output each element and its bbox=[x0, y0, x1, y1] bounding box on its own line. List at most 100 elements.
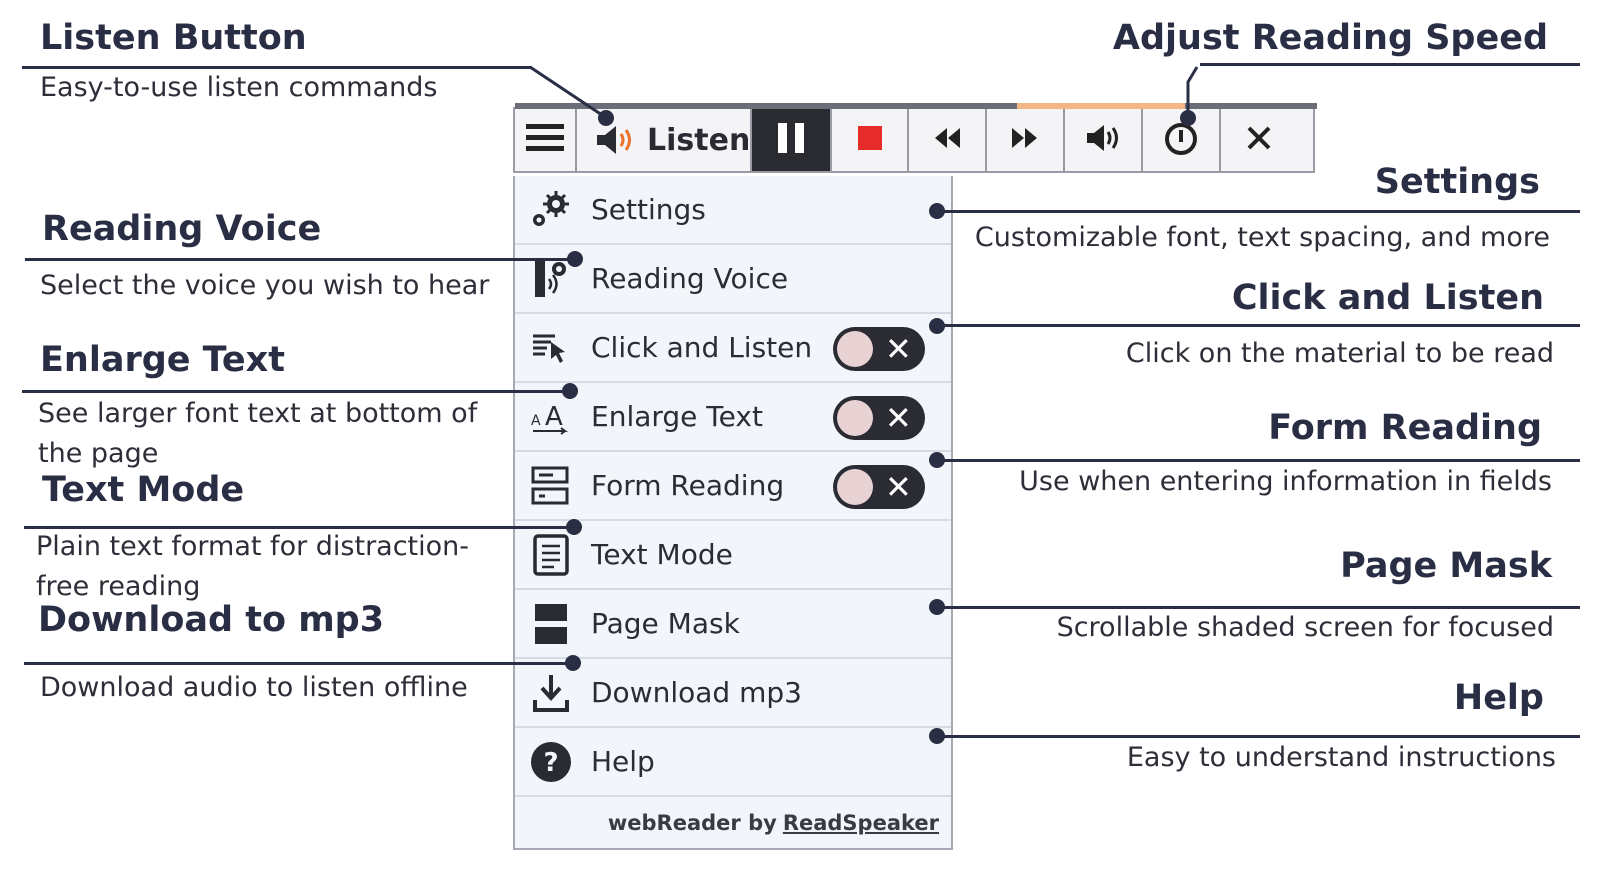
page-mask-dot bbox=[929, 599, 945, 615]
enlarge-text-toggle[interactable]: ✕ bbox=[833, 396, 925, 440]
menu-item-label: Download mp3 bbox=[591, 676, 802, 709]
close-button[interactable] bbox=[1221, 109, 1297, 171]
reading-progress-bar[interactable] bbox=[515, 103, 1317, 109]
adjust-speed-heading: Adjust Reading Speed bbox=[1112, 18, 1548, 58]
speaker-icon bbox=[595, 123, 635, 157]
volume-icon bbox=[1085, 122, 1121, 158]
svg-text:A: A bbox=[545, 402, 563, 432]
menu-item-label: Form Reading bbox=[591, 469, 785, 502]
pause-icon bbox=[776, 121, 806, 159]
svg-text:A: A bbox=[531, 413, 541, 429]
settings-heading: Settings bbox=[1374, 162, 1540, 202]
toggle-knob bbox=[837, 469, 873, 505]
help-heading: Help bbox=[1453, 678, 1544, 718]
menu-item-help[interactable]: ? Help bbox=[515, 728, 951, 797]
menu-item-download-mp3[interactable]: Download mp3 bbox=[515, 659, 951, 728]
volume-button[interactable] bbox=[1065, 109, 1143, 171]
listen-button-desc: Easy-to-use listen commands bbox=[40, 72, 438, 103]
text-mode-rule bbox=[24, 526, 574, 529]
click-listen-toggle[interactable]: ✕ bbox=[833, 327, 925, 371]
download-dot bbox=[565, 655, 581, 671]
menu-item-label: Text Mode bbox=[591, 538, 733, 571]
settings-dot bbox=[929, 203, 945, 219]
readspeaker-link[interactable]: ReadSpeaker bbox=[782, 811, 939, 835]
stop-icon bbox=[857, 126, 882, 154]
gear-icon bbox=[521, 185, 581, 235]
enlarge-text-dot bbox=[562, 383, 578, 399]
page-mask-heading: Page Mask bbox=[1340, 546, 1552, 586]
text-mode-icon bbox=[521, 530, 581, 580]
toggle-off-icon: ✕ bbox=[885, 399, 912, 437]
speed-icon bbox=[1163, 121, 1199, 159]
download-desc: Download audio to listen offline bbox=[40, 672, 468, 703]
rewind-button[interactable] bbox=[909, 109, 987, 171]
close-icon bbox=[1246, 125, 1272, 155]
menu-item-label: Enlarge Text bbox=[591, 400, 763, 433]
page-mask-desc: Scrollable shaded screen for focused bbox=[1056, 612, 1554, 643]
enlarge-text-heading: Enlarge Text bbox=[40, 340, 285, 380]
menu-icon bbox=[526, 123, 564, 157]
svg-text:?: ? bbox=[543, 748, 558, 778]
text-mode-heading: Text Mode bbox=[42, 470, 245, 510]
webreader-menu: Settings Reading Voice Click and Listen … bbox=[513, 176, 953, 850]
reading-voice-rule bbox=[25, 258, 575, 261]
click-listen-dot bbox=[929, 318, 945, 334]
menu-item-form-reading[interactable]: Form Reading ✕ bbox=[515, 452, 951, 521]
menu-item-text-mode[interactable]: Text Mode bbox=[515, 521, 951, 590]
help-desc: Easy to understand instructions bbox=[1126, 742, 1556, 773]
click-listen-heading: Click and Listen bbox=[1231, 278, 1544, 318]
text-mode-desc: Plain text format for distraction-free r… bbox=[36, 531, 470, 602]
click-listen-desc: Click on the material to be read bbox=[1125, 338, 1554, 369]
fast-forward-button[interactable] bbox=[987, 109, 1065, 171]
menu-footer: webReader by ReadSpeaker bbox=[515, 798, 951, 848]
stop-button[interactable] bbox=[832, 109, 909, 171]
listen-button-heading: Listen Button bbox=[40, 18, 307, 58]
enlarge-text-rule bbox=[22, 390, 570, 393]
reading-voice-dot bbox=[567, 251, 583, 267]
rewind-icon bbox=[932, 126, 962, 154]
menu-item-label: Help bbox=[591, 745, 655, 778]
form-reading-rule bbox=[936, 459, 1580, 462]
settings-desc: Customizable font, text spacing, and mor… bbox=[974, 222, 1550, 253]
listen-button[interactable]: Listen bbox=[577, 109, 752, 171]
reading-voice-desc: Select the voice you wish to hear bbox=[40, 270, 490, 301]
toggle-off-icon: ✕ bbox=[885, 468, 912, 506]
reading-voice-heading: Reading Voice bbox=[42, 209, 322, 249]
menu-item-click-and-listen[interactable]: Click and Listen ✕ bbox=[515, 314, 951, 383]
menu-item-page-mask[interactable]: Page Mask bbox=[515, 590, 951, 659]
download-icon bbox=[521, 668, 581, 718]
text-mode-dot bbox=[566, 519, 582, 535]
menu-item-reading-voice[interactable]: Reading Voice bbox=[515, 245, 951, 314]
settings-rule bbox=[936, 210, 1580, 213]
menu-item-label: Page Mask bbox=[591, 607, 740, 640]
help-dot bbox=[929, 728, 945, 744]
listen-connector bbox=[529, 65, 606, 119]
form-reading-toggle[interactable]: ✕ bbox=[833, 465, 925, 509]
listen-button-dot bbox=[598, 110, 614, 126]
pause-button[interactable] bbox=[752, 109, 832, 171]
help-rule bbox=[936, 735, 1580, 738]
speed-button[interactable] bbox=[1143, 109, 1221, 171]
footer-prefix: webReader by bbox=[607, 811, 777, 835]
form-reading-icon bbox=[521, 461, 581, 511]
click-listen-rule bbox=[936, 324, 1580, 327]
help-icon: ? bbox=[521, 737, 581, 787]
menu-button[interactable] bbox=[515, 109, 577, 171]
listen-button-rule bbox=[22, 66, 532, 69]
form-reading-desc: Use when entering information in fields bbox=[1019, 466, 1552, 497]
download-heading: Download to mp3 bbox=[38, 600, 385, 640]
toggle-knob bbox=[837, 331, 873, 367]
fast-forward-icon bbox=[1010, 126, 1040, 154]
menu-item-label: Settings bbox=[591, 193, 706, 226]
speed-connector bbox=[1186, 66, 1199, 117]
form-reading-dot bbox=[929, 452, 945, 468]
toggle-off-icon: ✕ bbox=[885, 330, 912, 368]
menu-item-label: Reading Voice bbox=[591, 262, 789, 295]
reading-voice-icon bbox=[521, 254, 581, 304]
adjust-speed-rule bbox=[1200, 63, 1580, 66]
toggle-knob bbox=[837, 400, 873, 436]
menu-item-settings[interactable]: Settings bbox=[515, 176, 951, 245]
adjust-speed-dot bbox=[1180, 110, 1196, 126]
